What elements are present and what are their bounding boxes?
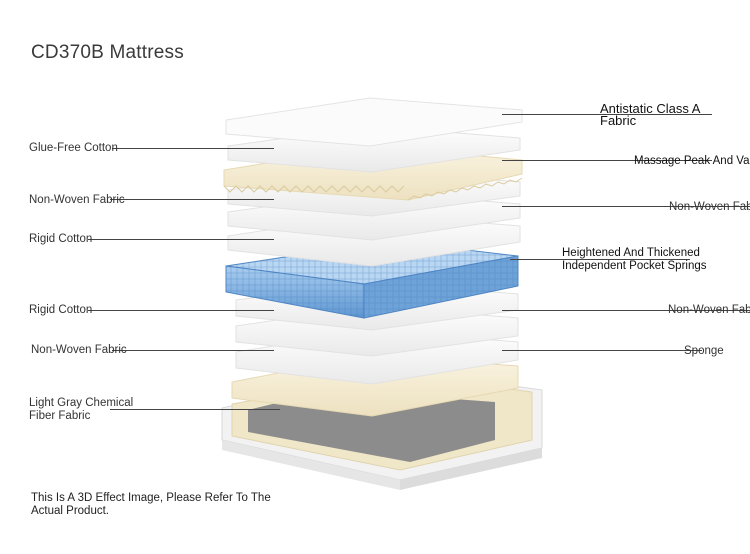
disclaimer-note: This Is A 3D Effect Image, Please Refer … (31, 492, 271, 517)
leader-line (502, 114, 712, 115)
leader-line (510, 259, 690, 260)
label-line: Heightened And Thickened (562, 247, 700, 259)
leader-line (112, 350, 274, 351)
leader-line (502, 350, 702, 351)
label-line: Light Gray Chemical (29, 397, 134, 409)
label-line: Fabric (600, 113, 637, 128)
label-light-gray-fiber-fabric: Light Gray Chemical Fiber Fabric (29, 397, 133, 423)
leader-line (88, 239, 274, 240)
label-line: Fiber Fabric (29, 410, 91, 422)
page-title: CD370B Mattress (31, 42, 184, 63)
leader-line (502, 310, 750, 311)
leader-line (502, 160, 712, 161)
label-non-woven-fabric: Non-Woven Fabric (31, 344, 127, 356)
label-massage-peak: Massage Peak And Va (634, 155, 750, 167)
label-line: Antistatic Class A (600, 101, 701, 116)
top-fabric-layers (225, 97, 523, 173)
label-pocket-springs: Heightened And Thickened Independent Poc… (562, 247, 707, 273)
leader-line (112, 148, 274, 149)
label-antistatic-fabric: Antistatic Class A Fabric (600, 101, 701, 128)
label-non-woven-fabric: Non-Woven Fabric (29, 194, 125, 206)
upper-white-layers (227, 169, 521, 267)
label-rigid-cotton: Rigid Cotton (29, 304, 93, 316)
label-non-woven-fabric: Non-Woven Fab (669, 201, 750, 213)
leader-line (110, 199, 274, 200)
leader-line (110, 409, 280, 410)
label-line: Independent Pocket Springs (562, 260, 707, 272)
leader-line (88, 310, 274, 311)
label-glue-free-cotton: Glue-Free Cotton (29, 142, 118, 154)
label-non-woven-fabric: Non-Woven Fab (668, 304, 750, 316)
label-rigid-cotton: Rigid Cotton (29, 233, 93, 245)
label-sponge: Sponge (684, 345, 724, 357)
leader-line (502, 206, 750, 207)
